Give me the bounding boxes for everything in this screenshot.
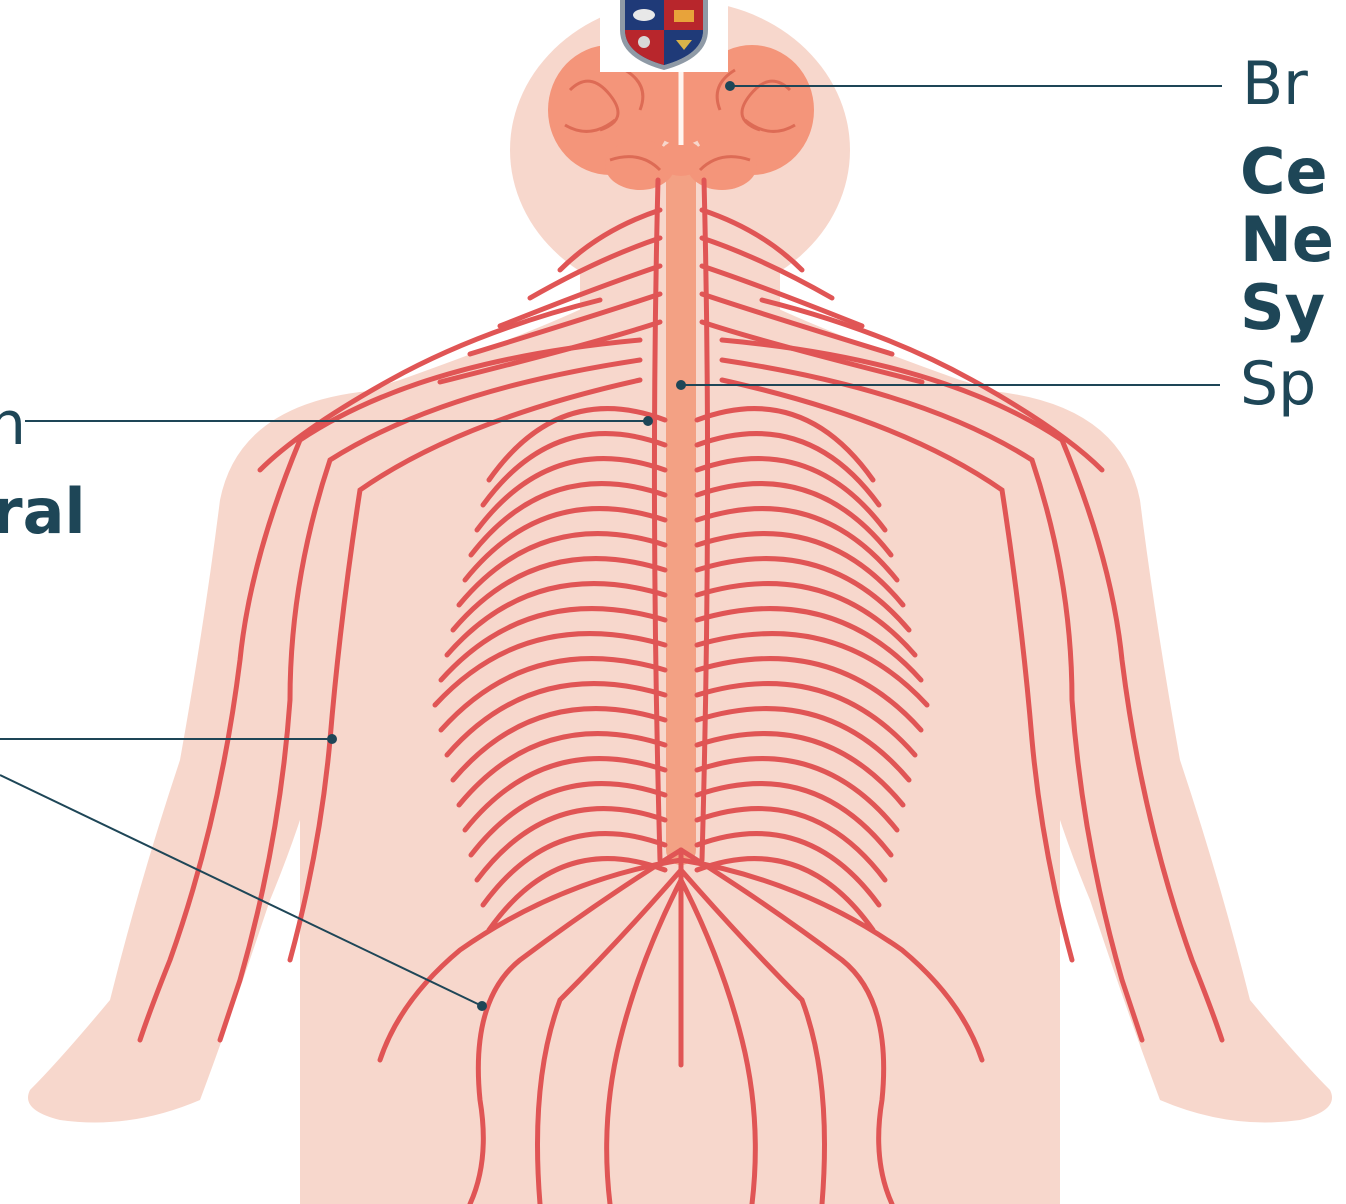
leader-dot-nerve — [643, 416, 653, 426]
label-cns-line-2: Ne — [1240, 206, 1334, 274]
university-crest-icon — [600, 0, 728, 72]
leader-dot-spinal-cord — [676, 380, 686, 390]
label-brain: Br — [1242, 54, 1308, 114]
leader-dot-arm-nerve — [327, 734, 337, 744]
label-nerve: n — [0, 394, 26, 454]
leader-dot-pelvic-nerve — [477, 1001, 487, 1011]
logo — [600, 0, 728, 72]
label-cns-line-3: Sy — [1240, 274, 1334, 342]
label-peripheral-nervous-system: ral — [0, 478, 86, 546]
leader-dot-brain — [725, 81, 735, 91]
label-cns-line-1: Ce — [1240, 138, 1334, 206]
label-spinal-cord: Sp — [1240, 354, 1316, 414]
label-central-nervous-system: Ce Ne Sy — [1240, 138, 1334, 342]
